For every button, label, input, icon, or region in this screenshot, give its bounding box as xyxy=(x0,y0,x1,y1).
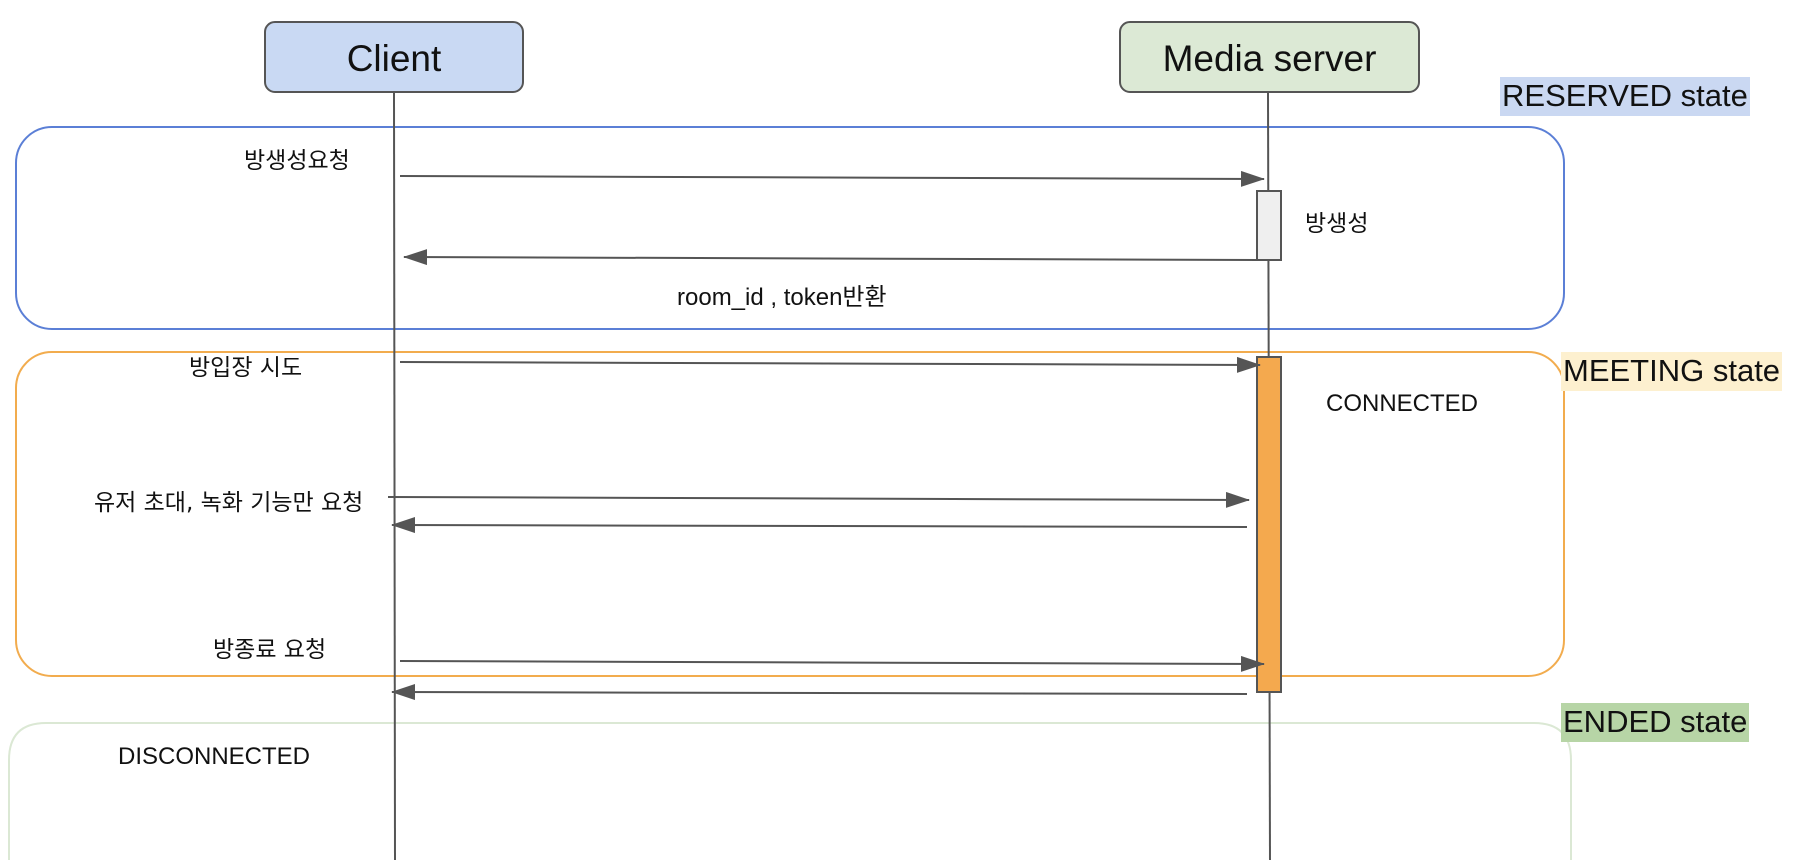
create-request-arrow xyxy=(399,170,1265,187)
create-activation-bar xyxy=(1256,190,1282,261)
join-attempt-arrow xyxy=(399,356,1261,373)
invite-record-label: 유저 초대, 녹화 기능만 요청 xyxy=(94,490,364,516)
end-request-label: 방종료 요청 xyxy=(213,637,327,663)
end-request-arrow xyxy=(399,655,1265,672)
server-actor-box xyxy=(1119,21,1420,93)
invite-record-request-arrow xyxy=(387,491,1250,508)
join-attempt-label: 방입장 시도 xyxy=(189,355,303,381)
connected-label: CONNECTED xyxy=(1326,390,1479,417)
create-action-label: 방생성 xyxy=(1305,211,1369,237)
meeting-state-frame xyxy=(15,351,1565,677)
server-actor-label: Media server xyxy=(1162,38,1377,79)
meeting-state-label: MEETING state xyxy=(1561,352,1783,391)
ended-state-frame xyxy=(8,722,1572,862)
invite-record-response-arrow xyxy=(391,517,1248,534)
ended-state-label: ENDED state xyxy=(1561,703,1750,742)
create-request-label: 방생성요청 xyxy=(244,148,350,174)
disconnected-label: DISCONNECTED xyxy=(118,743,311,770)
create-response-label: room_id , token반환 xyxy=(677,284,887,311)
reserved-state-label: RESERVED state xyxy=(1500,77,1750,116)
connected-activation-bar xyxy=(1256,356,1282,693)
client-actor-label: Client xyxy=(346,38,442,79)
reserved-state-frame xyxy=(15,126,1565,330)
create-response-arrow xyxy=(403,249,1258,266)
end-response-arrow xyxy=(391,684,1248,701)
client-lifeline xyxy=(393,92,396,863)
client-actor-box xyxy=(264,21,524,93)
